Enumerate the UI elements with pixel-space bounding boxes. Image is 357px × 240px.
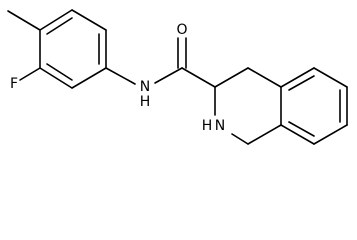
bond <box>154 67 183 84</box>
bond <box>46 17 73 35</box>
ring-nitrogen-label: N <box>215 118 225 134</box>
bond <box>214 67 249 88</box>
bond <box>105 67 136 85</box>
amide-nitrogen-label: N <box>140 79 150 95</box>
bond <box>7 10 41 31</box>
amide-hydrogen-label: H <box>140 94 151 110</box>
fluorine-label: F <box>10 76 18 92</box>
bond <box>288 121 315 137</box>
bond <box>288 75 315 91</box>
bond <box>46 63 73 81</box>
bond <box>71 9 107 31</box>
bond <box>313 67 348 88</box>
bond <box>280 67 315 88</box>
bond <box>181 67 216 88</box>
bond <box>19 67 41 81</box>
amide-oxygen-label: O <box>176 22 187 38</box>
bond <box>247 124 282 145</box>
bond <box>280 124 315 145</box>
bond <box>231 133 249 145</box>
bond <box>313 124 348 145</box>
bond <box>39 9 73 31</box>
bond <box>247 67 282 88</box>
ring-hydrogen-label: H <box>202 118 213 134</box>
bond <box>71 67 107 89</box>
bond <box>39 67 73 89</box>
chemical-structure: F N H O H N <box>7 9 348 145</box>
